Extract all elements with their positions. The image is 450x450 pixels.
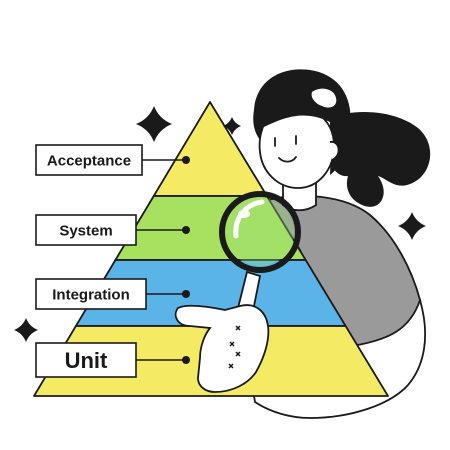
smile: [278, 156, 297, 163]
label-system: System: [35, 214, 190, 246]
sparkle-icon: [398, 212, 426, 240]
label-text-unit: Unit: [65, 348, 108, 373]
pyramid-layer-acceptance: [152, 101, 268, 197]
knuckle-marks: [228, 325, 241, 369]
ponytail: [328, 112, 431, 207]
connector-dot-acceptance: [182, 156, 190, 164]
sparkles: [14, 106, 426, 342]
connector-dot-system: [182, 226, 190, 234]
ear: [329, 141, 340, 161]
label-box-acceptance: [35, 144, 143, 176]
sparkle-icon: [223, 117, 241, 135]
sparkle-icon: [136, 106, 172, 142]
label-box-system: [35, 214, 137, 246]
hand: [174, 304, 270, 393]
magnifying-glass-icon: [219, 191, 301, 318]
sparkle-icon: [14, 318, 38, 342]
label-text-system: System: [59, 222, 112, 239]
label-box-integration: [35, 278, 147, 310]
label-unit: Unit: [35, 342, 190, 378]
label-box-unit: [35, 342, 137, 378]
hair-highlight: [311, 88, 337, 108]
label-acceptance: Acceptance: [35, 144, 190, 176]
connector-dot-unit: [182, 356, 190, 364]
connector-dot-integration: [182, 290, 190, 298]
lens-glare-dot: [238, 210, 250, 218]
label-text-integration: Integration: [52, 286, 130, 303]
label-integration: Integration: [35, 278, 190, 310]
hand-shape: [174, 304, 270, 393]
magnifier-ring: [219, 191, 301, 273]
label-text-acceptance: Acceptance: [47, 152, 131, 169]
